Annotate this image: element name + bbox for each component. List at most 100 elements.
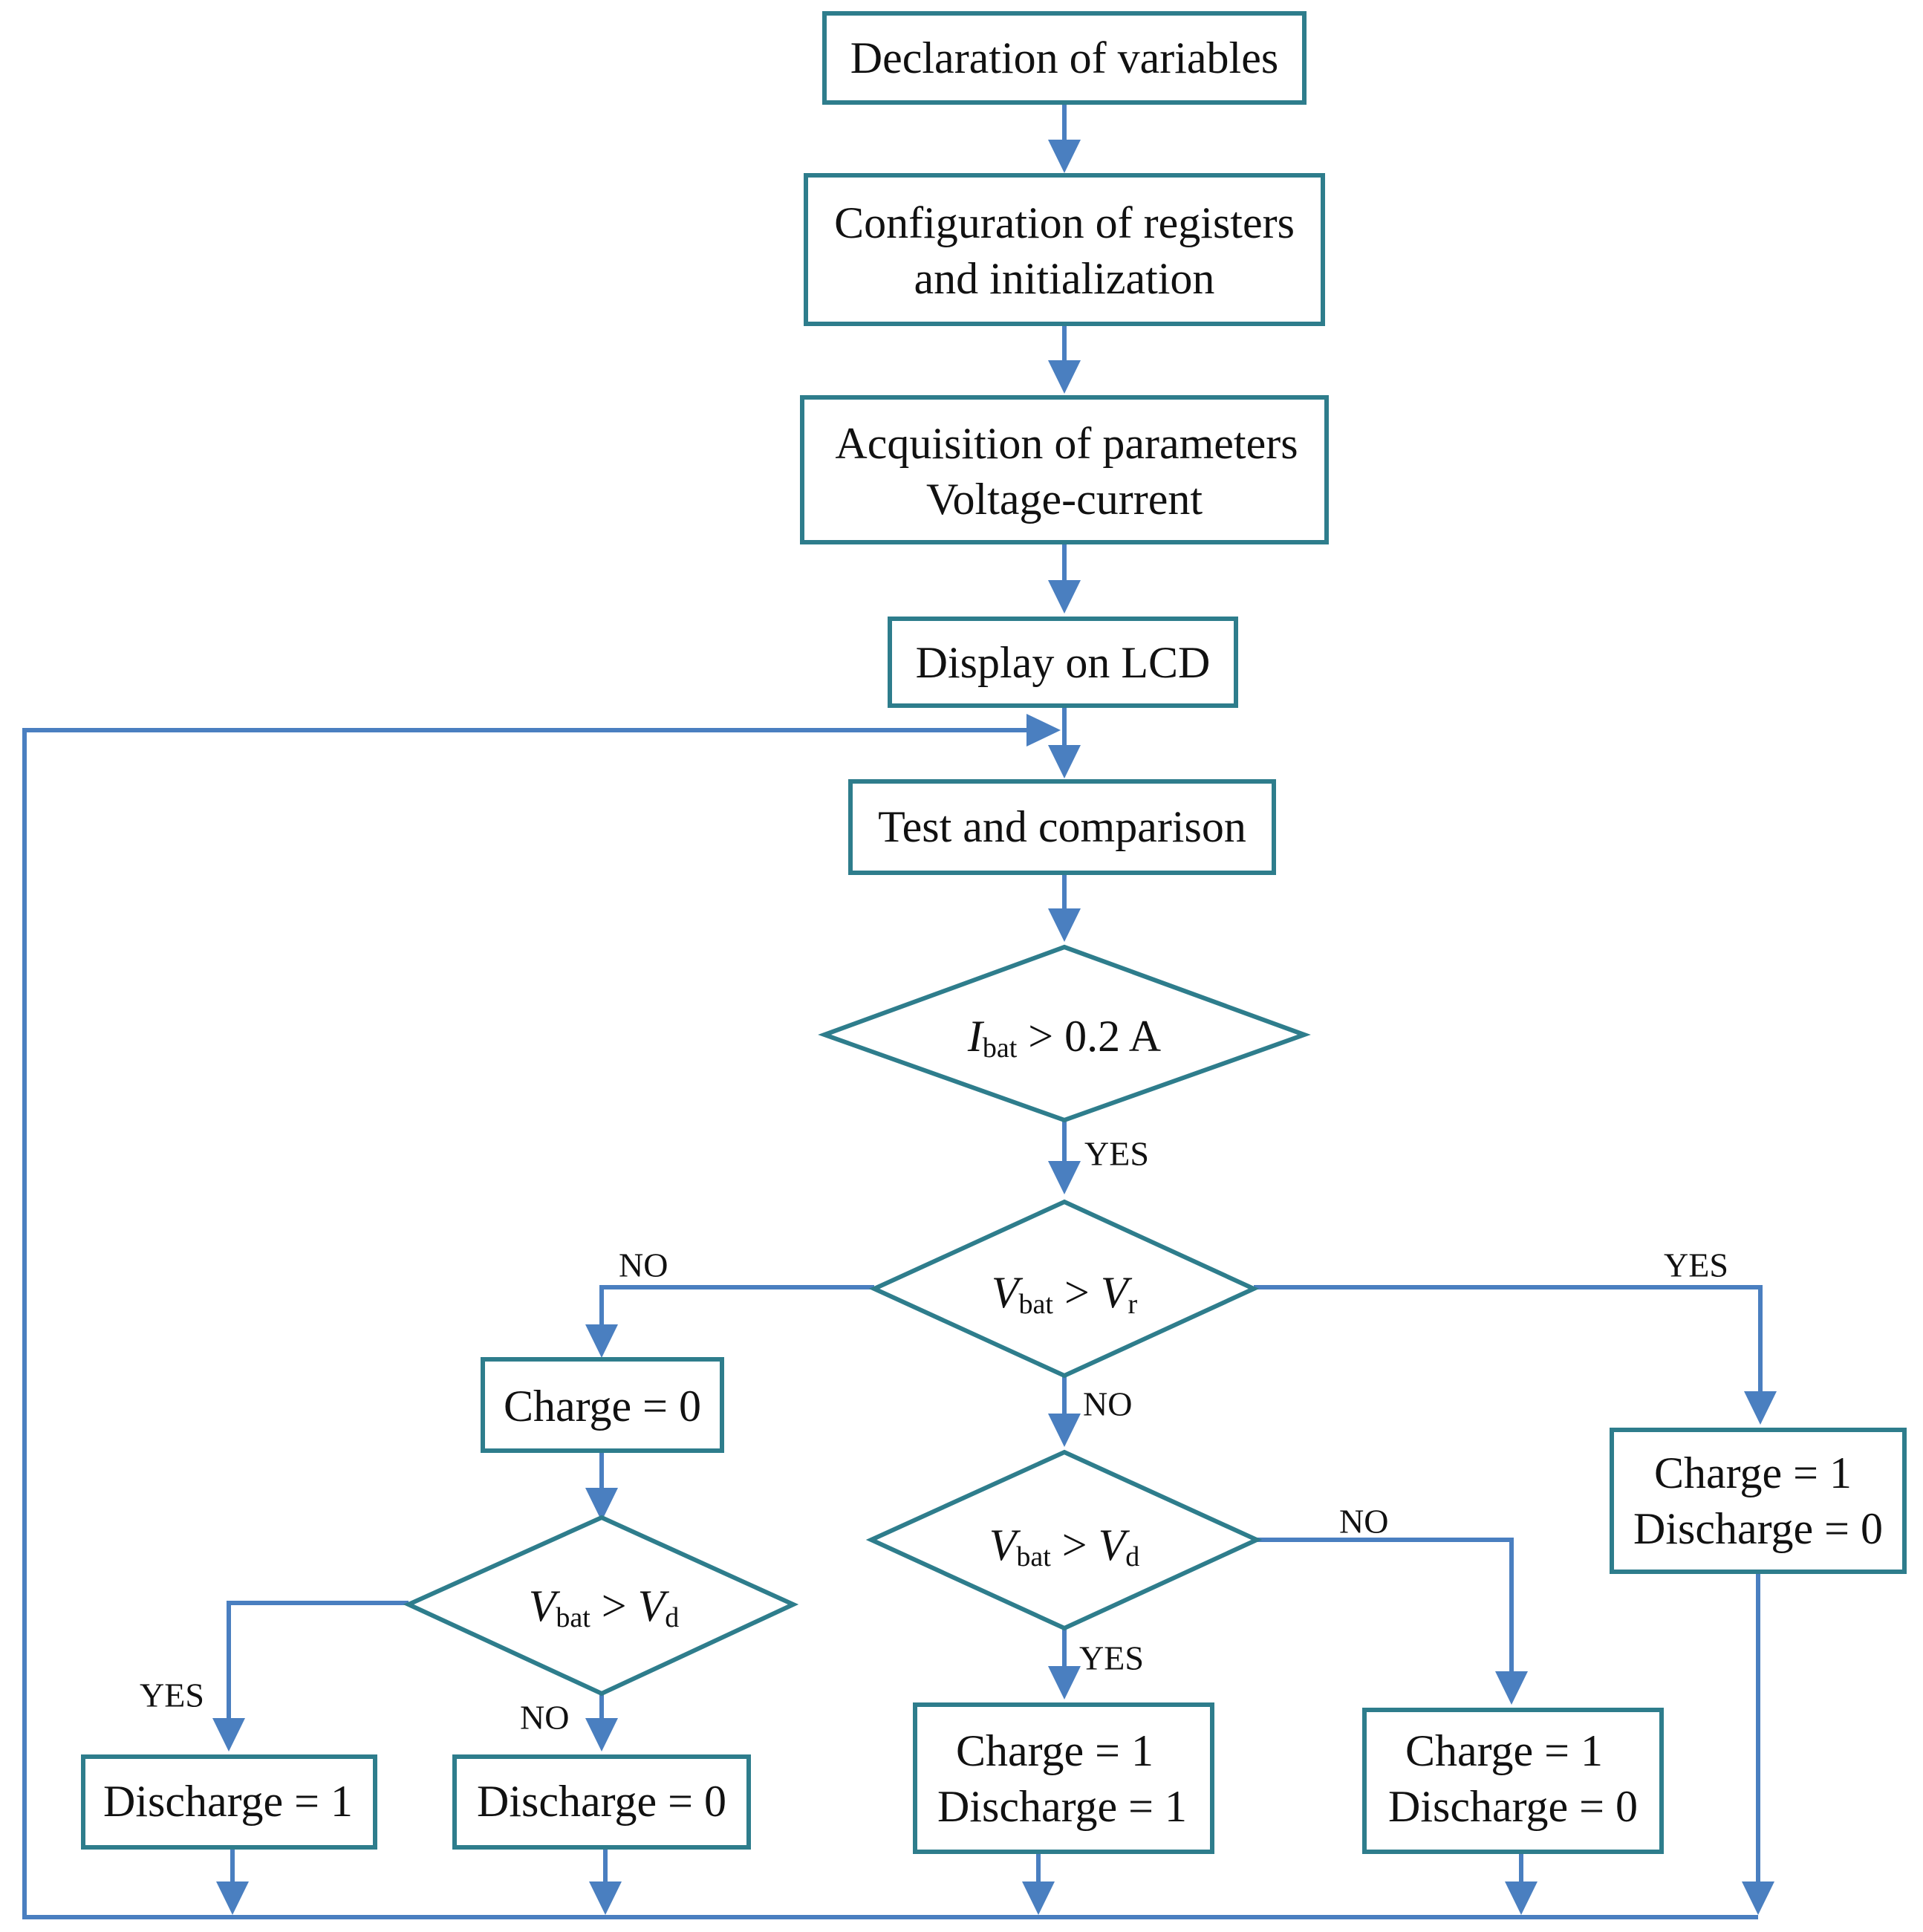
outcome-charge0: Charge = 0: [481, 1357, 724, 1453]
arrowhead: [1022, 1881, 1055, 1915]
arrowhead: [585, 1718, 618, 1752]
arrowhead: [1048, 1666, 1081, 1700]
c1d1-line-1: Charge = 1: [956, 1726, 1154, 1775]
step-configuration: Configuration of registers and initializ…: [804, 173, 1325, 326]
mid-c1d0-line-2: Discharge = 0: [1388, 1782, 1638, 1831]
d4-var2: V: [1099, 1520, 1130, 1570]
connector-d2-yes: [1254, 1285, 1763, 1396]
step-acquisition: Acquisition of parameters Voltage-curren…: [800, 395, 1329, 544]
arrowhead: [216, 1881, 249, 1915]
c1d1-box: [913, 1702, 1214, 1854]
configuration-line-1: Configuration of registers: [834, 198, 1295, 247]
outcome-c1d1: Charge = 1 Discharge = 1: [913, 1702, 1214, 1854]
right-c1d0-line-1: Charge = 1: [1654, 1448, 1852, 1497]
arrowhead: [1048, 360, 1081, 394]
d4-sub: bat: [1016, 1541, 1051, 1572]
declaration-box: [822, 11, 1307, 105]
connector-d2-no: [599, 1285, 874, 1330]
test-text: Test and comparison: [878, 802, 1246, 851]
acquisition-line-2: Voltage-current: [926, 475, 1203, 524]
label-d3-yes: YES: [140, 1676, 204, 1714]
d2-sub2: r: [1128, 1289, 1137, 1320]
mid-c1d0-line-1: Charge = 1: [1405, 1726, 1603, 1775]
decision-vbat-vr: Vbat > Vr: [868, 1199, 1260, 1379]
arrowhead: [1495, 1671, 1528, 1705]
connector-d4-no: [1257, 1538, 1514, 1675]
label-d2-yes-right: YES: [1664, 1246, 1728, 1284]
arrowhead: [1744, 1391, 1777, 1425]
d4-var: V: [989, 1520, 1021, 1570]
outcome-discharge0: Discharge = 0: [452, 1754, 751, 1850]
arrowhead: [1505, 1881, 1538, 1915]
decision-vbat-vr-text: Vbat > Vr: [992, 1268, 1138, 1320]
decision-vbat-vd-mid-diamond: [865, 1449, 1263, 1631]
outcome-discharge1: Discharge = 1: [81, 1754, 377, 1850]
outcome-mid-c1d0: Charge = 1 Discharge = 0: [1362, 1708, 1664, 1854]
decision-ibat-diamond: [818, 944, 1311, 1123]
decision-ibat-text: Ibat > 0.2 A: [967, 1012, 1161, 1064]
label-d1-yes: YES: [1084, 1135, 1149, 1173]
d2-var2: V: [1101, 1268, 1133, 1317]
decision-vbat-vd-left-text: Vbat > Vd: [529, 1581, 680, 1633]
decision-ibat-rest: > 0.2 A: [1017, 1012, 1161, 1061]
decision-vbat-vd-mid-text: Vbat > Vd: [989, 1520, 1140, 1572]
label-d4-yes: YES: [1079, 1639, 1144, 1677]
d2-sub: bat: [1019, 1289, 1054, 1320]
label-d4-no: NO: [1339, 1503, 1388, 1541]
branch-labels: YES NO YES NO NO YES YES NO: [140, 1135, 1728, 1737]
decision-vbat-vd-mid: Vbat > Vd: [865, 1449, 1263, 1631]
arrowhead: [1048, 908, 1081, 942]
display-text: Display on LCD: [916, 638, 1211, 687]
d3-sub2: d: [665, 1602, 679, 1633]
arrowhead: [585, 1324, 618, 1358]
right-c1d0-box: [1610, 1428, 1907, 1574]
arrowhead: [589, 1881, 622, 1915]
loop-back-line: [22, 728, 1758, 1919]
configuration-line-2: and initialization: [914, 254, 1215, 303]
decision-vbat-vd-left: Vbat > Vd: [403, 1515, 799, 1697]
charge0-box: [481, 1357, 724, 1453]
discharge0-box: [452, 1754, 751, 1850]
arrowhead: [1048, 140, 1081, 173]
step-display: Display on LCD: [888, 617, 1238, 708]
c1d1-line-2: Discharge = 1: [937, 1782, 1187, 1831]
arrowhead: [212, 1718, 245, 1752]
mid-c1d0-box: [1362, 1708, 1664, 1854]
d2-var: V: [992, 1268, 1024, 1317]
connectors: [22, 103, 1777, 1919]
label-d3-no: NO: [520, 1699, 569, 1737]
discharge1-box: [81, 1754, 377, 1850]
arrowhead: [1742, 1881, 1774, 1915]
decision-ibat-var: I: [967, 1012, 985, 1061]
arrowhead: [1048, 1414, 1081, 1447]
d4-op: >: [1051, 1520, 1099, 1570]
decision-ibat: Ibat > 0.2 A: [818, 944, 1311, 1123]
step-test: Test and comparison: [848, 779, 1276, 875]
connector-d3-yes: [227, 1601, 409, 1723]
d4-sub2: d: [1125, 1541, 1139, 1572]
decision-ibat-sub: bat: [983, 1032, 1018, 1064]
label-d2-no-left: NO: [619, 1246, 668, 1284]
d3-var: V: [529, 1581, 561, 1630]
arrowhead: [1048, 580, 1081, 614]
label-d2-no-down: NO: [1083, 1385, 1132, 1423]
test-box: [848, 779, 1276, 875]
acquisition-line-1: Acquisition of parameters: [835, 419, 1298, 468]
decision-vbat-vd-left-diamond: [403, 1515, 799, 1697]
outcome-right-c1d0: Charge = 1 Discharge = 0: [1610, 1428, 1907, 1574]
configuration-box: [804, 173, 1325, 326]
display-box: [888, 617, 1238, 708]
d3-sub: bat: [556, 1602, 590, 1633]
arrowhead: [1026, 714, 1061, 747]
declaration-text: Declaration of variables: [850, 33, 1278, 82]
d3-var2: V: [638, 1581, 670, 1630]
step-declaration: Declaration of variables: [822, 11, 1307, 105]
discharge1-text: Discharge = 1: [103, 1777, 353, 1826]
d2-op: >: [1053, 1268, 1101, 1317]
charge0-text: Charge = 0: [504, 1382, 701, 1431]
arrowhead: [1048, 1161, 1081, 1194]
arrowhead: [1048, 745, 1081, 778]
decision-vbat-vr-diamond: [868, 1199, 1260, 1379]
d3-op: >: [590, 1581, 638, 1630]
